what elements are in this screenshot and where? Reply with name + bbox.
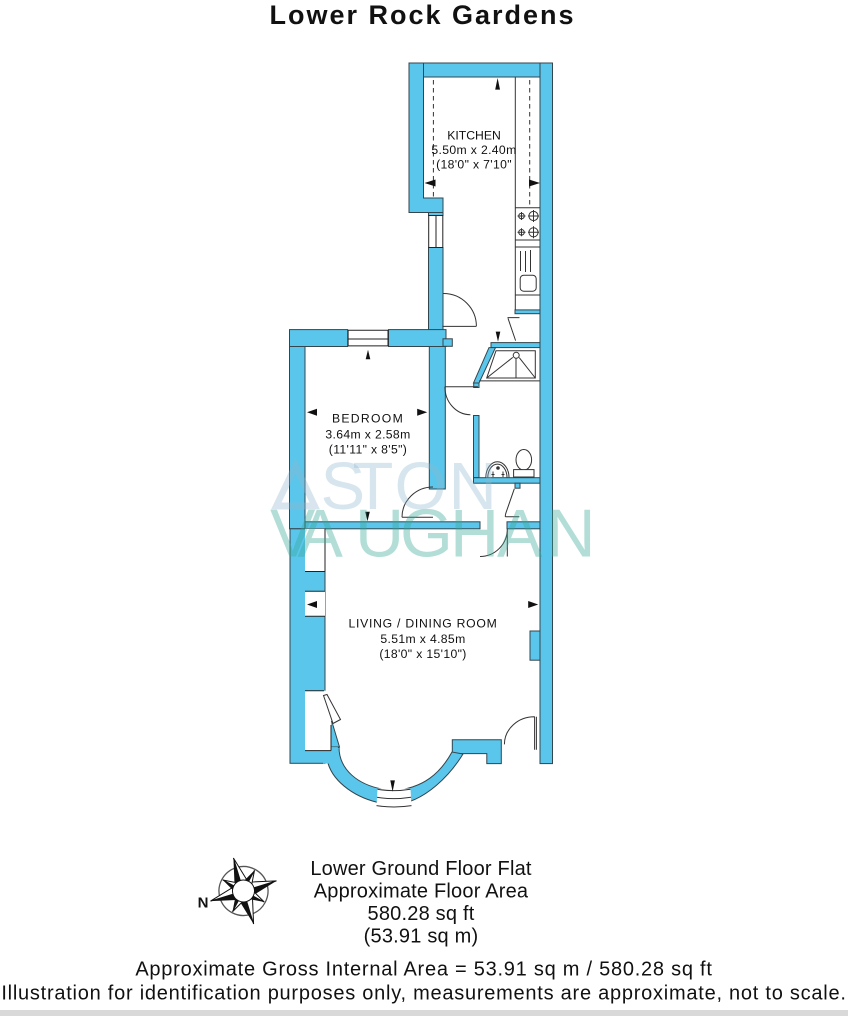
svg-text:N: N xyxy=(198,895,209,912)
svg-text:BEDROOM: BEDROOM xyxy=(332,411,404,425)
svg-text:Lower Ground Floor Flat: Lower Ground Floor Flat xyxy=(310,858,532,880)
svg-text:Illustration for identificatio: Illustration for identification purposes… xyxy=(1,983,846,1005)
svg-text:(18'0" x 7'10": (18'0" x 7'10" xyxy=(436,158,512,172)
svg-text:Approximate Floor Area: Approximate Floor Area xyxy=(314,881,529,903)
svg-text:5.50m x 2.40m: 5.50m x 2.40m xyxy=(431,143,516,157)
svg-text:(53.91 sq m): (53.91 sq m) xyxy=(364,926,479,948)
svg-text:580.28 sq ft: 580.28 sq ft xyxy=(368,903,475,925)
svg-text:VAUGHAN: VAUGHAN xyxy=(270,496,596,572)
svg-text:(11'11" x 8'5"): (11'11" x 8'5") xyxy=(329,442,407,456)
svg-text:Approximate Gross Internal Are: Approximate Gross Internal Area = 53.91 … xyxy=(135,959,712,981)
svg-text:5.51m x 4.85m: 5.51m x 4.85m xyxy=(380,632,465,646)
svg-text:3.64m x 2.58m: 3.64m x 2.58m xyxy=(325,428,410,442)
svg-text:(18'0" x 15'10"): (18'0" x 15'10") xyxy=(379,647,466,661)
svg-text:STON: STON xyxy=(321,449,497,524)
svg-text:KITCHEN: KITCHEN xyxy=(447,129,501,143)
svg-text:LIVING / DINING ROOM: LIVING / DINING ROOM xyxy=(348,616,497,630)
svg-text:Lower Rock Gardens: Lower Rock Gardens xyxy=(269,0,575,30)
